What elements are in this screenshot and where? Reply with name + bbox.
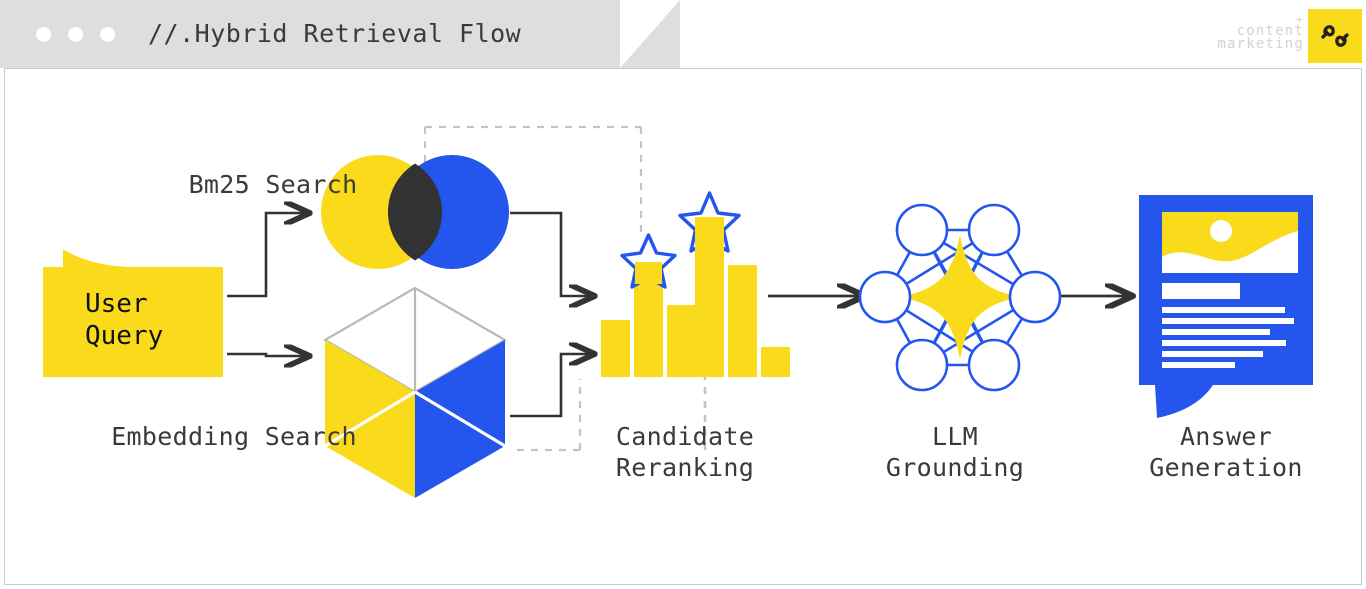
window-titlebar: //.Hybrid Retrieval Flow + content marke… (0, 0, 1366, 68)
user-query-bubble-icon (43, 249, 223, 377)
diagram-canvas: User Query Bm25 Search Embedding Search … (4, 68, 1362, 585)
neural-network-icon (858, 203, 1062, 392)
swoosh-logo-icon[interactable] (1308, 9, 1362, 63)
bar-5 (728, 265, 757, 377)
answer-generation-label-line2: Generation (1149, 453, 1303, 482)
user-query-label-line2: Query (85, 321, 164, 351)
bar-3 (667, 305, 696, 377)
arrow-embedding-to-reranking (510, 354, 595, 418)
dashed-bracket-lower (517, 379, 582, 452)
isometric-cube-icon (323, 286, 507, 498)
close-dot-icon[interactable] (36, 27, 51, 42)
venn-diagram-icon (321, 155, 509, 269)
brand-wordmark: + content marketing (1217, 14, 1304, 51)
brand-plus: + (1296, 13, 1304, 26)
titlebar-angled-edge (620, 0, 680, 68)
bar-1 (601, 320, 630, 377)
page-title: //.Hybrid Retrieval Flow (148, 19, 522, 48)
arrow-query-to-bm25 (227, 213, 310, 298)
llm-grounding-label-line1: LLM (931, 422, 979, 451)
answer-generation-label-line1: Answer (1179, 422, 1273, 451)
minimize-dot-icon[interactable] (68, 27, 83, 42)
brand-line-content: content (1236, 23, 1304, 39)
candidate-reranking-label-line2: Reranking (615, 453, 755, 482)
answer-card-icon (1139, 195, 1313, 418)
user-query-label-line1: User (85, 289, 148, 319)
flow-diagram-graphic (43, 125, 1313, 498)
maximize-dot-icon[interactable] (100, 27, 115, 42)
bar-chart-stars-icon (601, 191, 790, 377)
candidate-reranking-label-line1: Candidate (615, 422, 755, 451)
dashed-bracket-upper (423, 125, 643, 239)
window-controls[interactable] (36, 27, 115, 42)
brand-line-marketing: marketing (1217, 36, 1304, 52)
llm-grounding-label-line2: Grounding (885, 453, 1025, 482)
embedding-search-label: Embedding Search (111, 422, 357, 451)
arrow-bm25-to-reranking (510, 211, 595, 296)
bar-6 (761, 347, 790, 377)
bm25-search-label: Bm25 Search (188, 170, 358, 199)
arrow-query-to-embedding (227, 354, 310, 356)
